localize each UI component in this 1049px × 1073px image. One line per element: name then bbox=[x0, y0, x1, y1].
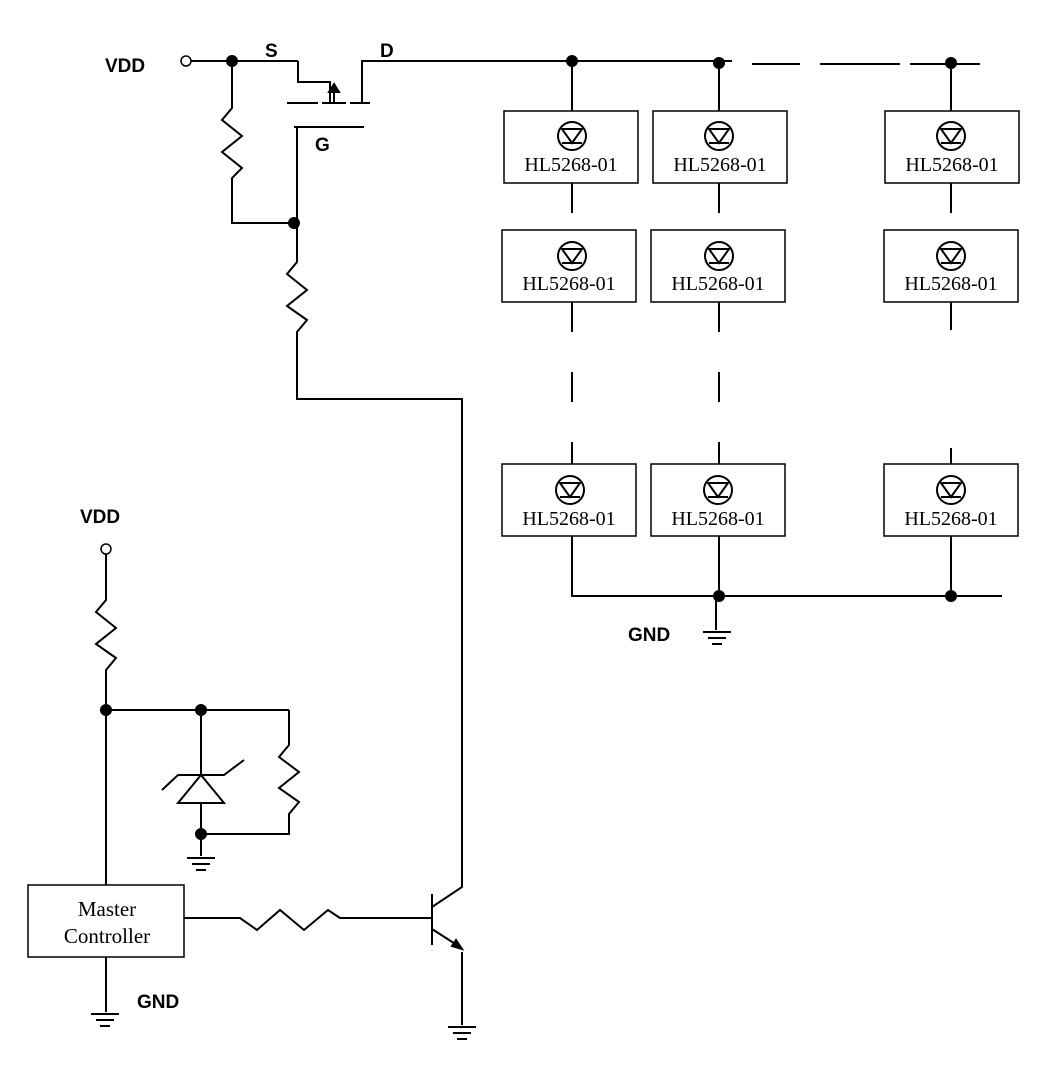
led-label: HL5268-01 bbox=[904, 273, 997, 295]
controller-label-line1: Master bbox=[78, 897, 136, 921]
ground-icon bbox=[187, 834, 215, 871]
led-label: HL5268-01 bbox=[522, 508, 615, 530]
ground-icon bbox=[703, 596, 731, 645]
vdd-top-label: VDD bbox=[105, 56, 145, 77]
led-label: HL5268-01 bbox=[671, 273, 764, 295]
pmos-transistor bbox=[287, 60, 370, 223]
controller-label-line2: Controller bbox=[64, 924, 150, 948]
led-label: HL5268-01 bbox=[524, 154, 617, 176]
led-label: HL5268-01 bbox=[671, 508, 764, 530]
led-label: HL5268-01 bbox=[905, 154, 998, 176]
drain-label: D bbox=[380, 41, 394, 62]
gate-pullup-resistor bbox=[220, 61, 297, 224]
gate-series-resistor bbox=[285, 223, 463, 870]
led-module-c2-r1: HL5268-01 bbox=[652, 110, 788, 184]
vdd-bottom-terminal bbox=[100, 543, 112, 555]
led-column-1 bbox=[571, 61, 1002, 597]
ground-icon bbox=[448, 1026, 476, 1040]
led-module-c2-r2: HL5268-01 bbox=[650, 229, 786, 303]
led-label: HL5268-01 bbox=[904, 508, 997, 530]
gnd-led-label: GND bbox=[628, 625, 670, 646]
junction-gnd-col2 bbox=[713, 590, 725, 602]
led-module-c2-r3: HL5268-01 bbox=[650, 463, 786, 537]
vdd-bottom-resistor bbox=[94, 554, 118, 885]
base-resistor bbox=[184, 908, 398, 932]
npn-transistor bbox=[398, 870, 465, 1025]
vdd-top-terminal bbox=[180, 55, 192, 67]
led-module-c3-r1: HL5268-01 bbox=[884, 110, 1020, 184]
ground-icon bbox=[91, 1013, 119, 1027]
led-module-c1-r3: HL5268-01 bbox=[501, 463, 637, 537]
zener-parallel-resistor bbox=[201, 710, 301, 835]
junction-gnd-col3 bbox=[945, 590, 957, 602]
led-label: HL5268-01 bbox=[522, 273, 615, 295]
junction-gate bbox=[288, 217, 300, 229]
led-module-c3-r3: HL5268-01 bbox=[883, 463, 1019, 537]
junction-controller-vdd bbox=[100, 704, 112, 716]
gate-label: G bbox=[315, 135, 330, 156]
zener-diode bbox=[161, 710, 245, 834]
led-label: HL5268-01 bbox=[673, 154, 766, 176]
source-label: S bbox=[265, 41, 278, 62]
led-module-c3-r2: HL5268-01 bbox=[883, 229, 1019, 303]
led-module-c1-r2: HL5268-01 bbox=[501, 229, 637, 303]
gnd-controller-label: GND bbox=[137, 992, 179, 1013]
led-module-c1-r1: HL5268-01 bbox=[503, 110, 639, 184]
master-controller: Master Controller bbox=[27, 884, 185, 958]
vdd-bottom-label: VDD bbox=[80, 507, 120, 528]
